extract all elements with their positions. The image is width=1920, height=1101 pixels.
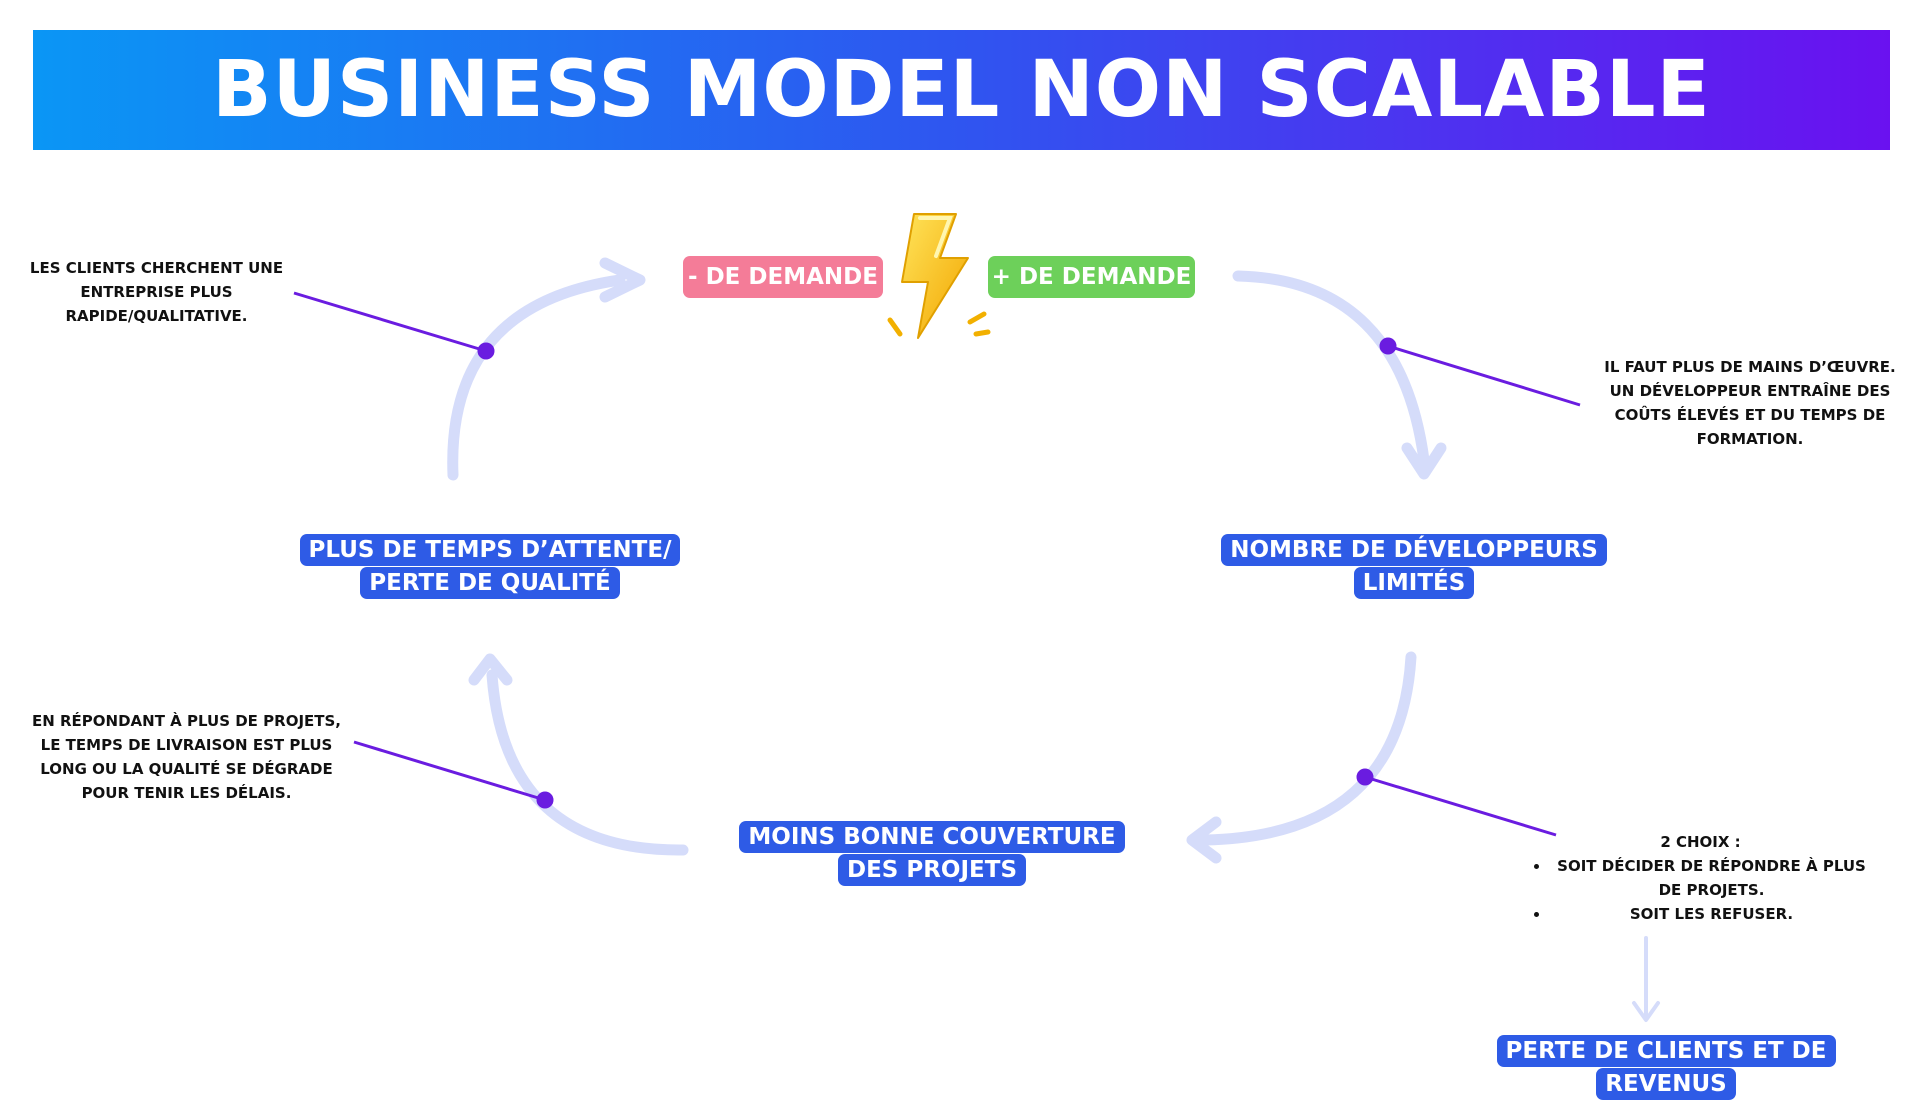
choice-item: SOIT LES REFUSER. [1550, 902, 1873, 926]
note-choices: 2 CHOIX : SOIT DÉCIDER DE RÉPONDRE À PLU… [1528, 830, 1873, 926]
less-demand-label: - DE DEMANDE [688, 264, 878, 290]
choice-item: SOIT DÉCIDER DE RÉPONDRE À PLUS DE PROJE… [1550, 854, 1873, 902]
node-coverage-line2: DES PROJETS [837, 854, 1027, 886]
connector-bottom-left [353, 740, 546, 802]
note-bottom-left: EN RÉPONDANT À PLUS DE PROJETS, LE TEMPS… [31, 712, 342, 802]
node-coverage: MOINS BONNE COUVERTURE DES PROJETS [722, 821, 1142, 887]
choices-list: SOIT DÉCIDER DE RÉPONDRE À PLUS DE PROJE… [1528, 854, 1873, 926]
node-coverage-line1: MOINS BONNE COUVERTURE [739, 821, 1125, 853]
node-developers-line2: LIMITÉS [1353, 567, 1475, 599]
arrowhead-developers [1401, 442, 1447, 480]
node-wait: PLUS DE TEMPS D’ATTENTE/ PERTE DE QUALIT… [290, 534, 690, 600]
connector-top-right [1387, 344, 1581, 407]
node-developers-line1: NOMBRE DE DÉVELOPPEURS [1221, 534, 1607, 566]
node-wait-line2: PERTE DE QUALITÉ [360, 567, 620, 599]
page-title: BUSINESS MODEL NON SCALABLE [212, 45, 1711, 135]
title-banner: BUSINESS MODEL NON SCALABLE [33, 30, 1890, 150]
arrowhead-demand [599, 257, 646, 303]
node-developers: NOMBRE DE DÉVELOPPEURS LIMITÉS [1214, 534, 1614, 600]
arrow-developers-to-coverage [1199, 651, 1417, 846]
arrow-demand-to-developers [1232, 270, 1430, 466]
note-top-left: LES CLIENTS CHERCHENT UNE ENTREPRISE PLU… [29, 259, 284, 325]
more-demand-label: + DE DEMANDE [991, 264, 1192, 290]
node-loss: PERTE DE CLIENTS ET DE REVENUS [1446, 1035, 1886, 1101]
arrow-coverage-to-wait [486, 669, 689, 856]
arrowhead-coverage [1186, 816, 1222, 864]
node-loss-label: PERTE DE CLIENTS ET DE REVENUS [1496, 1035, 1836, 1100]
node-wait-line1: PLUS DE TEMPS D’ATTENTE/ [299, 534, 681, 566]
connector-bottom-right [1364, 775, 1557, 837]
more-demand-badge: + DE DEMANDE [988, 256, 1195, 298]
arrow-wait-to-demand [447, 274, 626, 481]
connector-top-left [293, 291, 487, 353]
choices-heading: 2 CHOIX : [1660, 833, 1741, 851]
arrowhead-loss [1632, 1001, 1660, 1022]
less-demand-badge: - DE DEMANDE [683, 256, 883, 298]
arrowhead-wait [468, 653, 513, 686]
note-top-right: IL FAUT PLUS DE MAINS D’ŒUVRE. UN DÉVELO… [1604, 358, 1896, 448]
lightning-bolt-icon [887, 213, 991, 339]
